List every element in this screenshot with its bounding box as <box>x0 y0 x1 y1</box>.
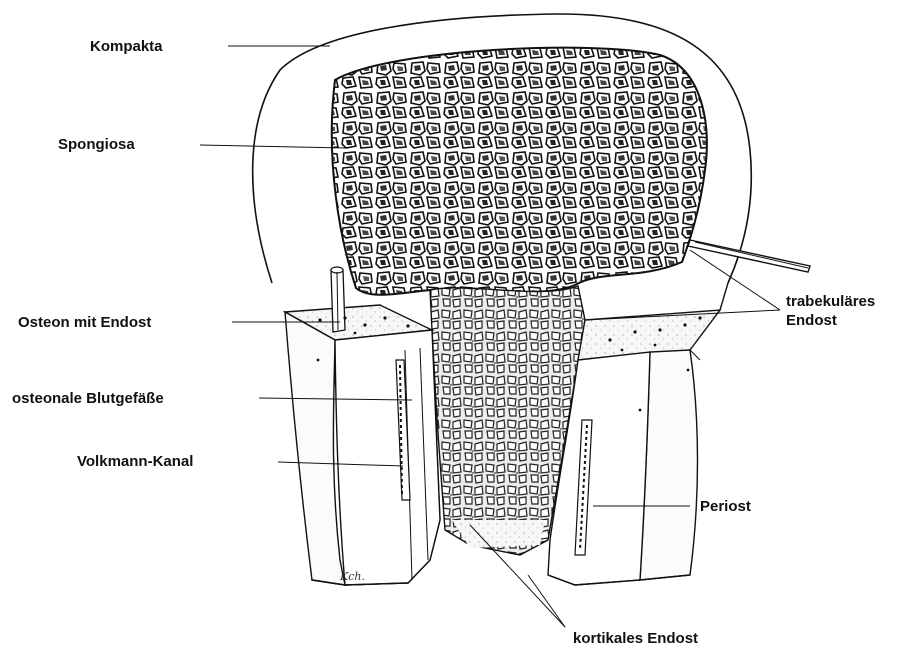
label-spongiosa: Spongiosa <box>58 136 135 154</box>
artist-signature: Kch. <box>340 570 365 583</box>
label-osteonale-blutgefaesse: osteonale Blutgefäße <box>12 390 164 408</box>
label-osteon-mit-endost: Osteon mit Endost <box>18 314 151 332</box>
label-trabekulaeres-endost: trabekuläres Endost <box>786 292 875 330</box>
label-kompakta: Kompakta <box>90 38 163 56</box>
label-periost: Periost <box>700 498 751 516</box>
spongiosa-region <box>332 48 707 295</box>
label-kortikales-endost: kortikales Endost <box>573 630 698 648</box>
label-volkmann-kanal: Volkmann-Kanal <box>77 453 193 471</box>
